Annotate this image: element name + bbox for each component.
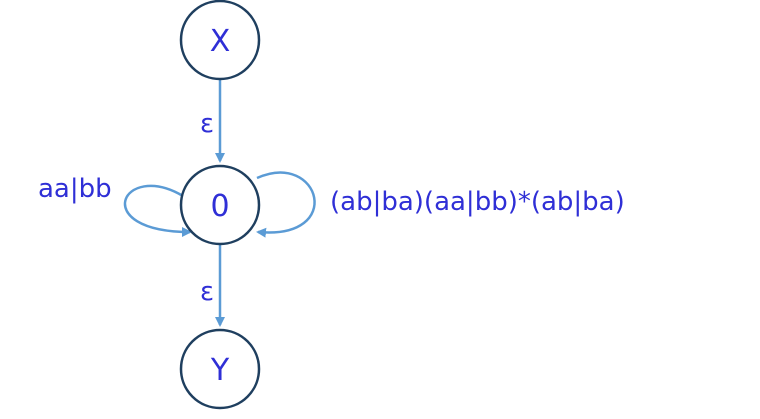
edge-zero-to-y-label: ε [200, 277, 214, 307]
node-x: X [179, 0, 261, 81]
node-zero-label: 0 [210, 189, 229, 224]
edge-loop-right-label: (ab|ba)(aa|bb)*(ab|ba) [330, 187, 625, 217]
node-y-label: Y [210, 353, 230, 388]
node-zero: 0 [179, 164, 261, 246]
edge-loop-left-label: aa|bb [38, 174, 112, 204]
edge-loop-right [256, 171, 316, 238]
node-x-label: X [210, 24, 231, 59]
edge-x-to-zero-label: ε [200, 109, 214, 139]
edge-loop-left [123, 184, 192, 237]
node-y: Y [179, 328, 261, 410]
